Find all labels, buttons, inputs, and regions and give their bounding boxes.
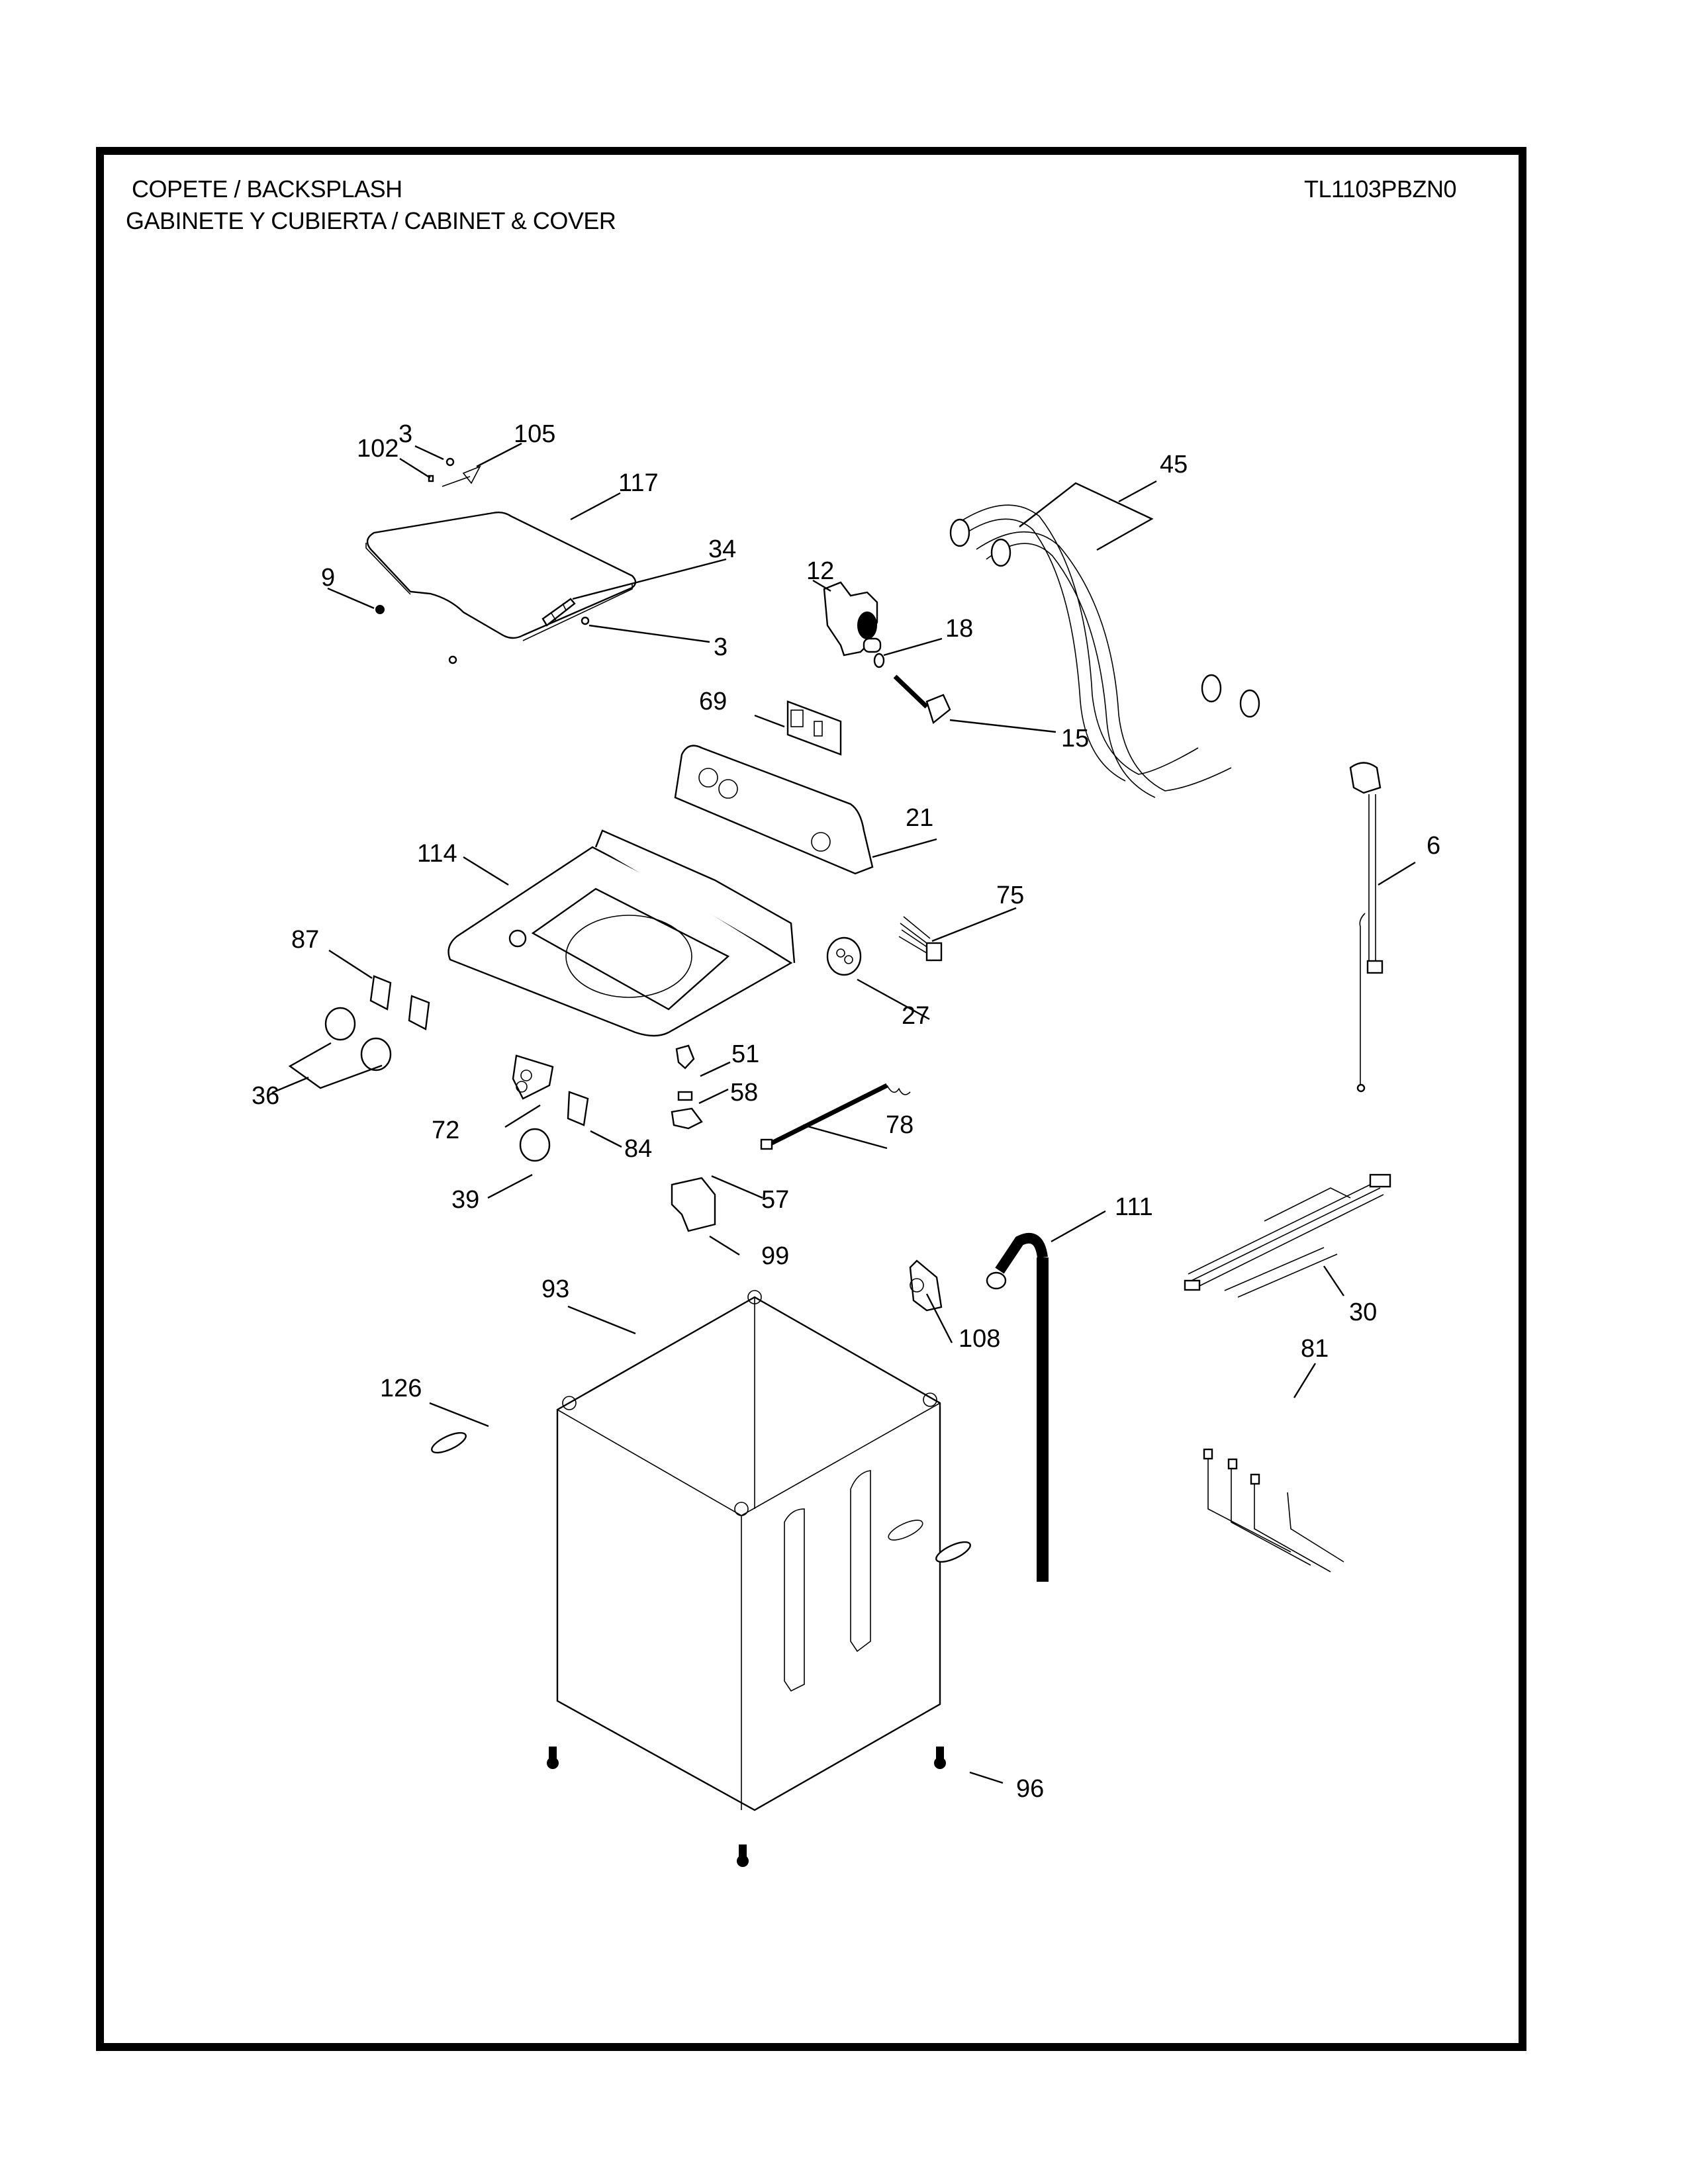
cabinet-93-part [556, 1290, 941, 1811]
lid-lock-99-part [671, 1177, 716, 1232]
callout-6: 6 [1427, 832, 1440, 860]
screw-3-part [581, 616, 590, 625]
power-cord-part [1349, 762, 1383, 1093]
callout-96: 96 [1016, 1775, 1044, 1803]
backsplash-part [674, 745, 874, 875]
lid-part [365, 511, 637, 641]
harness-connector-75-part [898, 916, 943, 962]
callout-87: 87 [291, 926, 319, 954]
diagram-subtitle: GABINETE Y CUBIERTA / CABINET & COVER [126, 207, 616, 234]
nozzle-part [893, 674, 951, 725]
pressure-switch-part [826, 936, 862, 976]
callout-84: 84 [624, 1135, 652, 1163]
callout-9: 9 [321, 564, 335, 592]
callout-18: 18 [945, 615, 973, 643]
fill-hoses-part [949, 504, 1260, 798]
knobs-36-part [324, 1007, 392, 1071]
callout-58: 58 [730, 1079, 758, 1107]
top-cover-part [447, 829, 796, 1037]
leader-lines [271, 442, 1416, 1784]
callout-117: 117 [618, 469, 659, 497]
knob-39-part [519, 1128, 551, 1162]
callout-126: 126 [380, 1375, 422, 1402]
callout-72: 72 [432, 1116, 459, 1144]
section-title: COPETE / BACKSPLASH [132, 175, 402, 203]
callout-57: 57 [761, 1186, 789, 1214]
callout-30: 30 [1349, 1298, 1377, 1326]
callout-3-bottom: 3 [714, 633, 727, 661]
callout-78: 78 [886, 1111, 914, 1139]
model-number: TL1103PBZN0 [1304, 175, 1456, 203]
callout-3-top: 3 [399, 420, 412, 448]
control-board-part [786, 700, 842, 756]
micro-switch-58-part [677, 1091, 693, 1101]
handle-plug-126-part [431, 1432, 467, 1454]
callout-102: 102 [357, 435, 399, 463]
harness-78-part [760, 1083, 911, 1150]
hinge-part [428, 457, 481, 487]
callout-15: 15 [1061, 725, 1089, 752]
callout-39: 39 [451, 1186, 479, 1214]
callout-111: 111 [1115, 1193, 1153, 1221]
harness-81-part [1203, 1448, 1344, 1572]
callout-69: 69 [699, 688, 727, 715]
callout-114: 114 [417, 840, 457, 868]
callout-12: 12 [806, 557, 834, 585]
callout-21: 21 [906, 804, 933, 832]
bumper-lower-part [448, 655, 457, 664]
hose-bracket-108-part [909, 1259, 943, 1312]
actuator-34-part [541, 598, 576, 627]
clamp-part [873, 653, 885, 668]
callout-75: 75 [996, 882, 1024, 909]
main-harness-30-part [1184, 1173, 1391, 1298]
callout-36: 36 [252, 1082, 279, 1110]
callout-105: 105 [514, 420, 555, 448]
callout-45: 45 [1160, 451, 1188, 478]
leveling-legs-96-part [547, 1747, 946, 1867]
bumper-9-part [375, 605, 385, 614]
callout-108: 108 [959, 1325, 1000, 1353]
selector-switch-87-part [369, 975, 430, 1030]
callout-81: 81 [1301, 1335, 1329, 1363]
pushbutton-switch-72-part [512, 1054, 554, 1100]
bracket-57-part [671, 1107, 703, 1130]
callout-51: 51 [731, 1040, 759, 1068]
lid-switch-51-part [675, 1044, 695, 1069]
callout-34: 34 [708, 535, 736, 563]
rotary-switch-84-part [567, 1091, 589, 1126]
callout-labels: 3 102 105 117 9 34 3 12 18 15 45 69 21 1… [252, 420, 1440, 1803]
callout-93: 93 [541, 1275, 569, 1303]
inlet-valve-part [823, 581, 882, 657]
diagram-frame [96, 147, 1526, 2051]
callout-99: 99 [761, 1242, 789, 1270]
callout-27: 27 [902, 1002, 929, 1030]
handle-plug-side-part [935, 1541, 971, 1563]
drain-hose-part [986, 1232, 1049, 1582]
